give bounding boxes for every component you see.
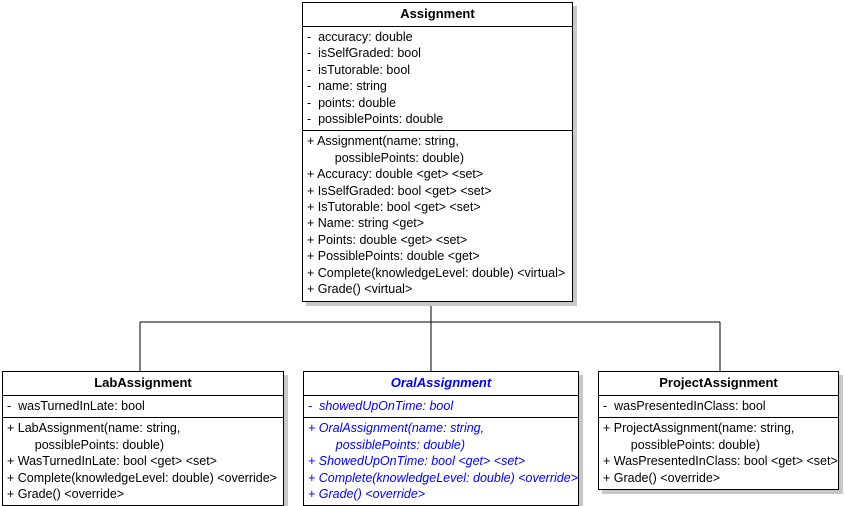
attribute-row: - isTutorable: bool: [307, 62, 411, 77]
operation-row: + IsTutorable: bool <get> <set>: [307, 200, 481, 215]
operation-row-continuation: possiblePoints: double): [603, 437, 761, 452]
operation-row: + IsSelfGraded: bool <get> <set>: [307, 183, 492, 198]
operation-row: + Points: double <get> <set>: [307, 232, 468, 247]
operation-row: + Complete(knowledgeLevel: double) <virt…: [307, 265, 566, 280]
class-box-project-assignment[interactable]: ProjectAssignment - wasPresentedInClass:…: [598, 371, 839, 491]
class-operations-oral-assignment: + OralAssignment(name: string, possibleP…: [304, 418, 578, 505]
operation-row: + Assignment(name: string,: [307, 134, 459, 149]
attribute-row: - showedUpOnTime: bool: [308, 399, 454, 413]
operation-row: + Name: string <get>: [307, 216, 425, 231]
class-operations-project-assignment: + ProjectAssignment(name: string, possib…: [599, 418, 838, 489]
operation-row: + LabAssignment(name: string,: [7, 421, 181, 436]
operation-row: + Accuracy: double <get> <set>: [307, 167, 484, 182]
class-operations-assignment: + Assignment(name: string, possiblePoint…: [303, 131, 572, 300]
class-operations-lab-assignment: + LabAssignment(name: string, possiblePo…: [3, 418, 283, 505]
attribute-row: - possiblePoints: double: [307, 112, 444, 127]
attribute-row: - isSelfGraded: bool: [307, 46, 421, 61]
attribute-row: - accuracy: double: [307, 30, 413, 44]
operation-row: + Complete(knowledgeLevel: double) <over…: [308, 470, 578, 485]
operation-row: + OralAssignment(name: string,: [308, 421, 485, 436]
operation-row: + WasTurnedInLate: bool <get> <set>: [7, 454, 217, 469]
operation-row-continuation: possiblePoints: double): [308, 437, 466, 452]
operation-row-continuation: possiblePoints: double): [7, 437, 165, 452]
class-attributes-oral-assignment: - showedUpOnTime: bool: [304, 396, 578, 419]
class-attributes-lab-assignment: - wasTurnedInLate: bool: [3, 396, 283, 419]
class-box-assignment[interactable]: Assignment - accuracy: double - isSelfGr…: [302, 2, 573, 302]
class-title-oral-assignment: OralAssignment: [304, 372, 578, 396]
operation-row: + Grade() <override>: [308, 487, 426, 502]
class-box-oral-assignment[interactable]: OralAssignment - showedUpOnTime: bool + …: [303, 371, 579, 506]
operation-row: + PossiblePoints: double <get>: [307, 249, 480, 264]
operation-row: + Grade() <override>: [7, 487, 125, 502]
operation-row: + Grade() <virtual>: [307, 282, 413, 297]
operation-row-continuation: possiblePoints: double): [307, 150, 465, 165]
class-box-lab-assignment[interactable]: LabAssignment - wasTurnedInLate: bool + …: [2, 371, 284, 506]
class-title-lab-assignment: LabAssignment: [3, 372, 283, 396]
operation-row: + Complete(knowledgeLevel: double) <over…: [7, 470, 277, 485]
operation-row: + ShowedUpOnTime: bool <get> <set>: [308, 454, 526, 469]
attribute-row: - name: string: [307, 79, 387, 94]
class-attributes-assignment: - accuracy: double - isSelfGraded: bool …: [303, 27, 572, 132]
operation-row: + WasPresentedInClass: bool <get> <set>: [603, 454, 838, 469]
attribute-row: - wasPresentedInClass: bool: [603, 399, 766, 413]
class-title-assignment: Assignment: [303, 3, 572, 27]
class-title-project-assignment: ProjectAssignment: [599, 372, 838, 396]
attribute-row: - wasTurnedInLate: bool: [7, 399, 145, 413]
operation-row: + Grade() <override>: [603, 470, 721, 485]
class-attributes-project-assignment: - wasPresentedInClass: bool: [599, 396, 838, 419]
attribute-row: - points: double: [307, 95, 396, 110]
operation-row: + ProjectAssignment(name: string,: [603, 421, 795, 436]
